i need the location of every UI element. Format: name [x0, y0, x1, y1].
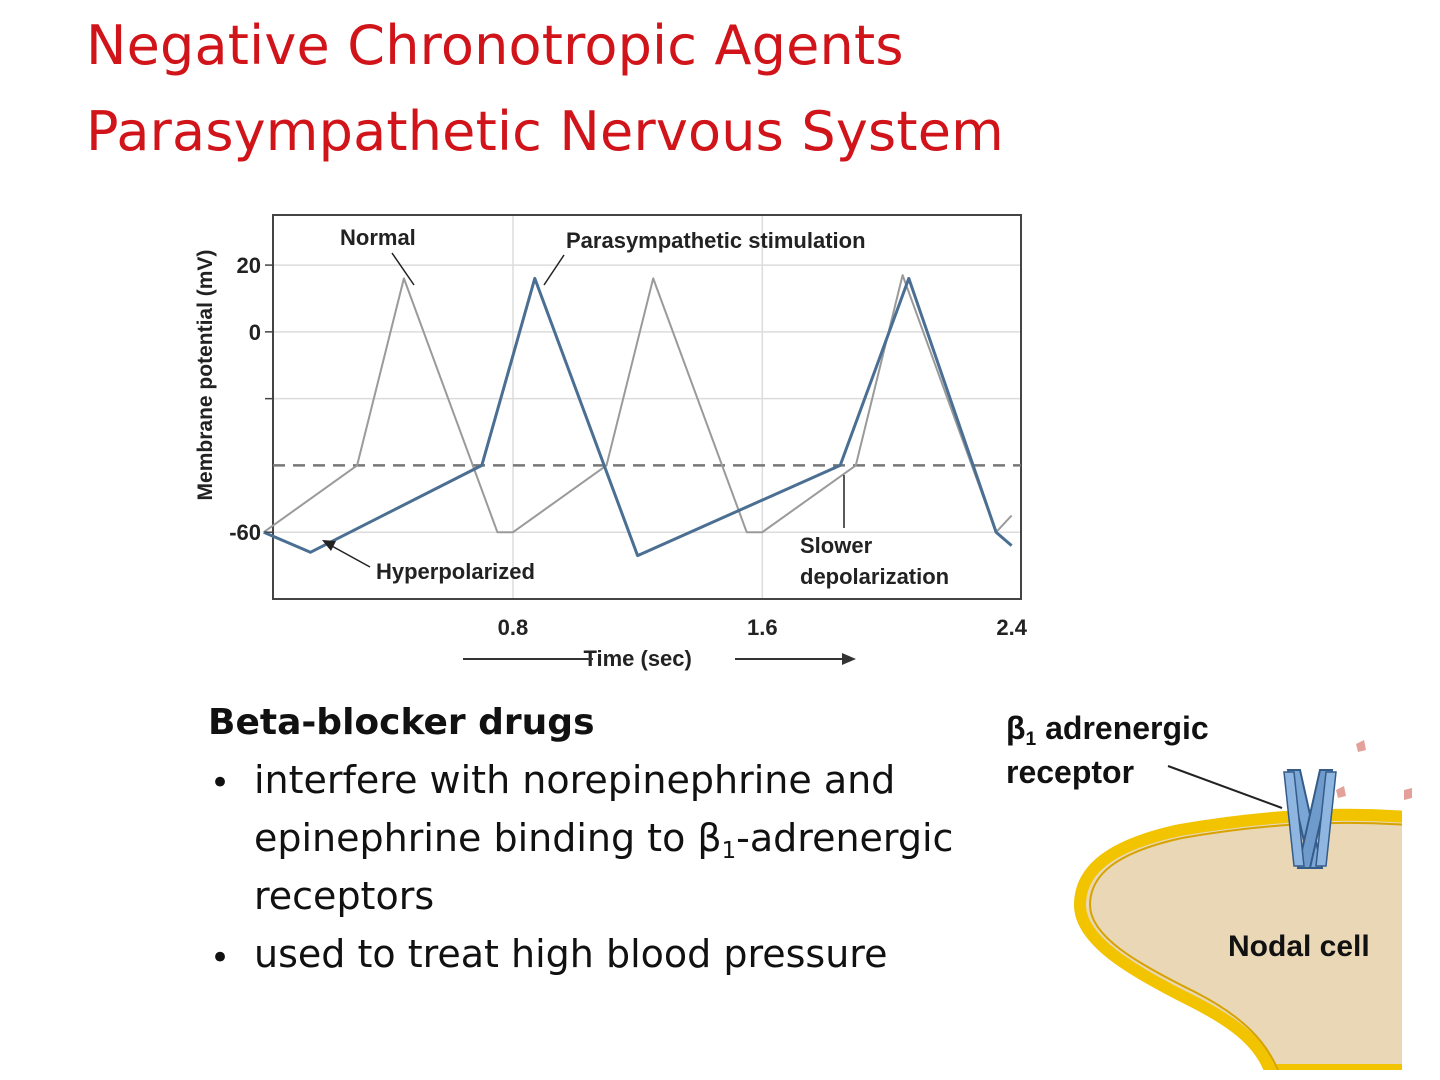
annotation-normal: Normal — [340, 225, 416, 250]
cell-membrane-outline — [1088, 821, 1420, 1070]
bullet-marker-1: • — [210, 763, 231, 803]
receptor-label-line-1: β1 adrenergic — [1006, 710, 1209, 751]
annotation-hyperpolarized-leader — [329, 544, 371, 568]
plot-frame — [272, 214, 1022, 600]
bullet-1-line-3: receptors — [254, 874, 435, 918]
x-tick-label-2: 1.6 — [747, 615, 778, 640]
annotation-parasympathetic: Parasympathetic stimulation — [566, 228, 866, 253]
annotation-parasympathetic-leader — [543, 254, 565, 286]
receptor-beta: β — [1006, 710, 1026, 746]
x-tick-label-3: 2.4 — [996, 615, 1027, 640]
beta-blocker-heading: Beta-blocker drugs — [208, 702, 595, 743]
annotation-hyperpolarized-arrowhead — [322, 540, 336, 551]
ligand-fragment-1 — [1356, 740, 1366, 752]
annotation-slower-line-1: Slower — [800, 533, 873, 558]
x-tick-label-1: 0.8 — [498, 615, 529, 640]
annotation-normal-leader — [391, 252, 415, 286]
annotation-slower-line-2: depolarization — [800, 564, 949, 589]
bullet-marker-2: • — [210, 938, 231, 978]
nodal-cell-illustration — [1073, 740, 1420, 1070]
bullet-1-line-2-pre: epinephrine binding to β — [254, 816, 722, 860]
slide-title-line-1: Negative Chronotropic Agents — [86, 14, 904, 77]
receptor-subscript: 1 — [1025, 728, 1037, 750]
series-line-normal — [263, 274, 1013, 534]
bullet-1-line-2: epinephrine binding to β1-adrenergic — [254, 816, 953, 864]
nodal-cell-label: Nodal cell — [1228, 930, 1370, 963]
x-axis-label: Time (sec) — [583, 646, 691, 671]
receptor-protein-icon — [1283, 769, 1337, 869]
y-tick-label-3: -60 — [229, 520, 261, 545]
y-tick-label-1: 20 — [237, 253, 261, 278]
series-line-parasympathetic — [263, 276, 1013, 558]
slide-title-line-2: Parasympathetic Nervous System — [86, 100, 1004, 163]
receptor-label-line-2: receptor — [1006, 754, 1135, 790]
x-axis-arrowhead — [842, 653, 856, 665]
y-tick-label-2: 0 — [249, 320, 261, 345]
bullet-1-line-1: interfere with norepinephrine and — [254, 758, 896, 802]
chart-root: 20 0 -60 0.8 1.6 2.4 Membrane potential (mV) Ti… — [194, 214, 1028, 671]
bullet-1-subscript: 1 — [721, 837, 737, 864]
cell-membrane — [1073, 808, 1420, 1070]
ligand-fragment-3 — [1336, 786, 1346, 798]
bullet-1-line-2-post: -adrenergic — [736, 816, 954, 860]
membrane-potential-chart: 20 0 -60 0.8 1.6 2.4 Membrane potential (mV) Ti… — [194, 214, 1028, 671]
y-axis-label: Membrane potential (mV) — [194, 250, 217, 501]
annotation-hyperpolarized: Hyperpolarized — [376, 559, 535, 584]
bullet-2-text: used to treat high blood pressure — [254, 932, 888, 976]
receptor-label-post: adrenergic — [1036, 710, 1209, 746]
ligand-fragment-2 — [1404, 788, 1412, 800]
receptor-leader-line — [1167, 765, 1283, 809]
cell-right-edge — [1402, 810, 1420, 1070]
